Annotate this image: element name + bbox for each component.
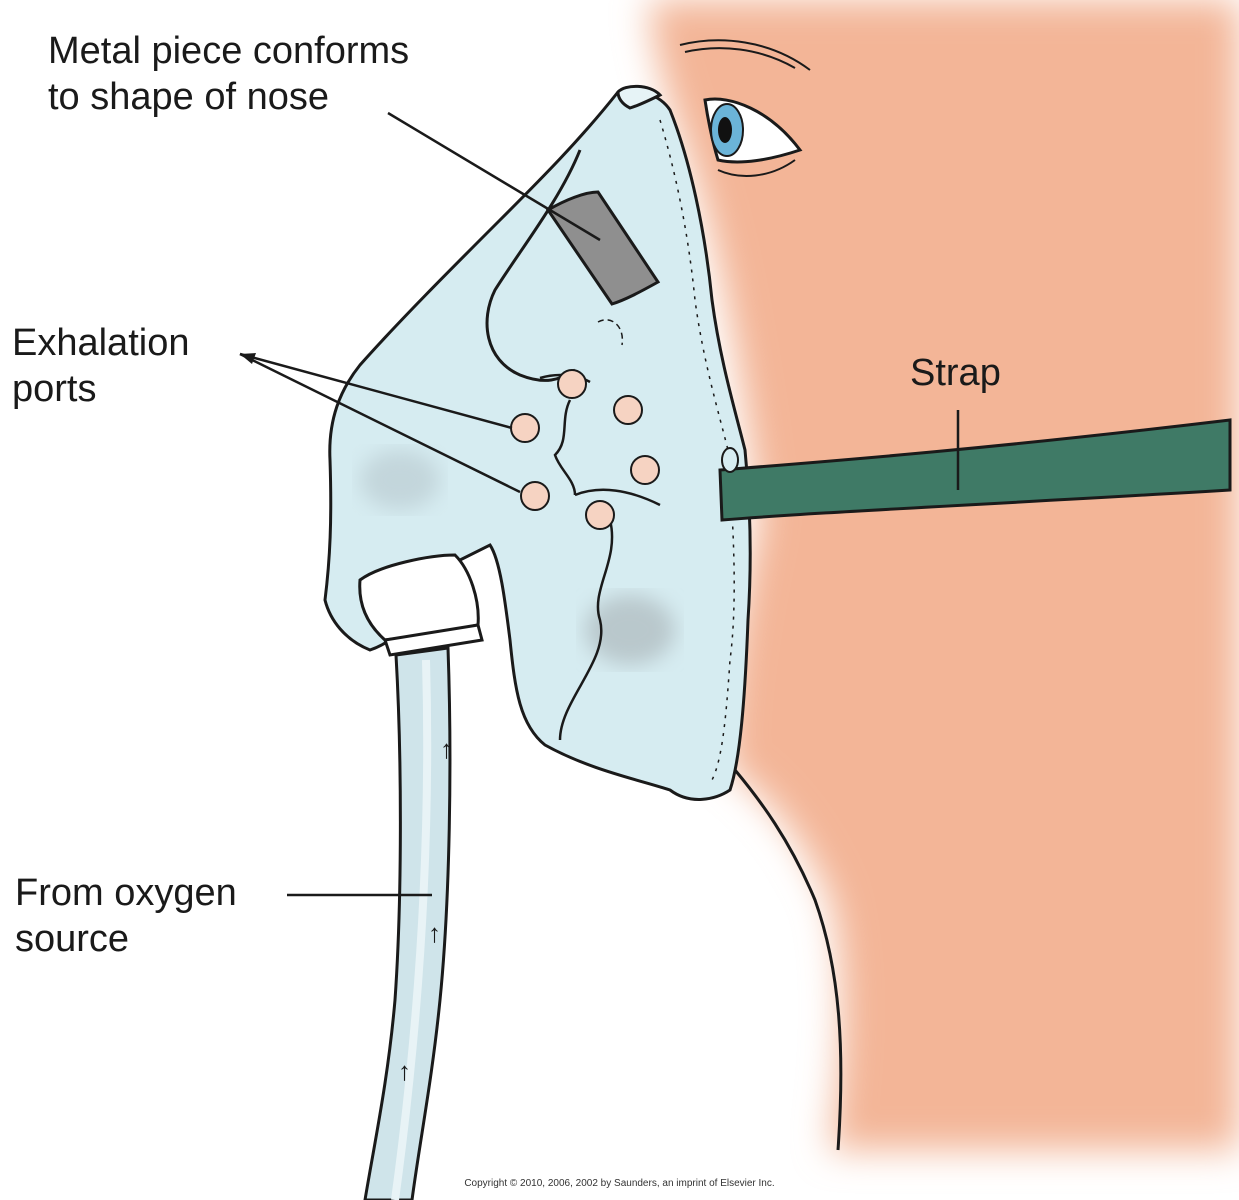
face	[650, 0, 1239, 1151]
chin-outline	[733, 769, 843, 1151]
label-oxygen-line2: source	[15, 918, 130, 960]
label-metal-piece: Metal piece conforms to shape of nose	[48, 28, 409, 120]
label-exhalation-ports: Exhalation ports	[12, 320, 189, 412]
label-exhalation-line1: Exhalation	[12, 322, 190, 364]
copyright-notice: Copyright © 2010, 2006, 2002 by Saunders…	[464, 1178, 775, 1189]
leader-metal-piece	[387, 111, 601, 242]
label-exhalation-line2: ports	[12, 368, 97, 410]
label-strap: Strap	[910, 350, 1001, 396]
metal-nose-piece	[545, 190, 661, 306]
exhalation-port	[613, 395, 643, 425]
mask	[323, 84, 752, 801]
oxygen-tube: ↑ ↑ ↑	[363, 646, 453, 1200]
leader-exhalation-2	[239, 352, 521, 494]
label-metal-piece-line1: Metal piece conforms	[48, 30, 410, 72]
mask-body	[323, 89, 752, 801]
mask-connector	[358, 553, 484, 657]
exhalation-port	[630, 455, 660, 485]
face-skin	[650, 0, 1239, 1150]
exhalation-port	[557, 369, 587, 399]
eyebrow	[679, 39, 811, 71]
eye	[703, 97, 803, 177]
label-strap-text: Strap	[910, 352, 1001, 394]
leader-exhalation-1	[239, 352, 513, 430]
label-oxygen-source: From oxygen source	[15, 870, 237, 962]
svg-text:↑: ↑	[440, 734, 453, 764]
exhalation-port	[510, 413, 540, 443]
label-oxygen-line1: From oxygen	[15, 872, 237, 914]
exhalation-port	[585, 500, 615, 530]
leader-lines	[239, 111, 960, 897]
svg-text:↑: ↑	[428, 918, 441, 948]
svg-text:↑: ↑	[398, 1056, 411, 1086]
exhalation-port	[520, 481, 550, 511]
label-metal-piece-line2: to shape of nose	[48, 76, 329, 118]
strap	[718, 418, 1232, 522]
exhalation-ports	[510, 369, 660, 530]
